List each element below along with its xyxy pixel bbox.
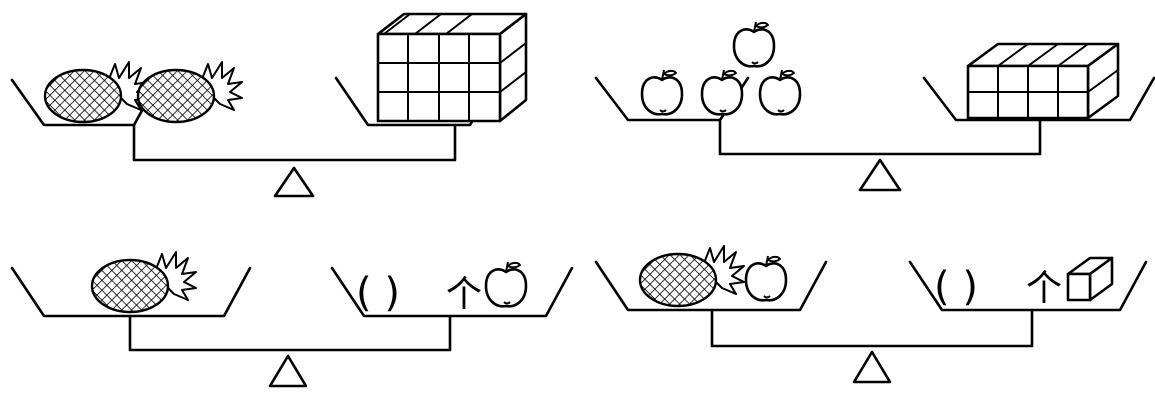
pineapple-icon (45, 62, 149, 122)
apple-icon (642, 70, 682, 114)
scale-4: ( ) 个 (596, 246, 1146, 382)
fulcrum-icon (860, 160, 900, 190)
apple-icon (734, 22, 774, 66)
cube-block-icon (378, 14, 526, 121)
answer-blank[interactable]: ( ) (356, 270, 400, 316)
cube-block-icon (968, 44, 1118, 118)
unit-label: 个 (446, 274, 482, 315)
scale-3: ( ) 个 (12, 252, 572, 386)
apple-icon (486, 262, 526, 306)
apple-icon (760, 70, 800, 114)
single-cube-icon (1068, 258, 1112, 300)
fulcrum-icon (270, 356, 306, 386)
pineapple-icon (92, 252, 196, 312)
answer-blank[interactable]: ( ) (934, 264, 978, 310)
apple-icon (746, 256, 786, 300)
apple-icon (702, 70, 742, 114)
fulcrum-icon (275, 168, 313, 196)
pineapple-icon (138, 62, 242, 122)
fulcrum-icon (854, 352, 890, 382)
pineapple-icon (640, 246, 744, 306)
scale-1 (12, 14, 526, 196)
scale-2 (596, 22, 1154, 190)
unit-label: 个 (1026, 268, 1062, 309)
